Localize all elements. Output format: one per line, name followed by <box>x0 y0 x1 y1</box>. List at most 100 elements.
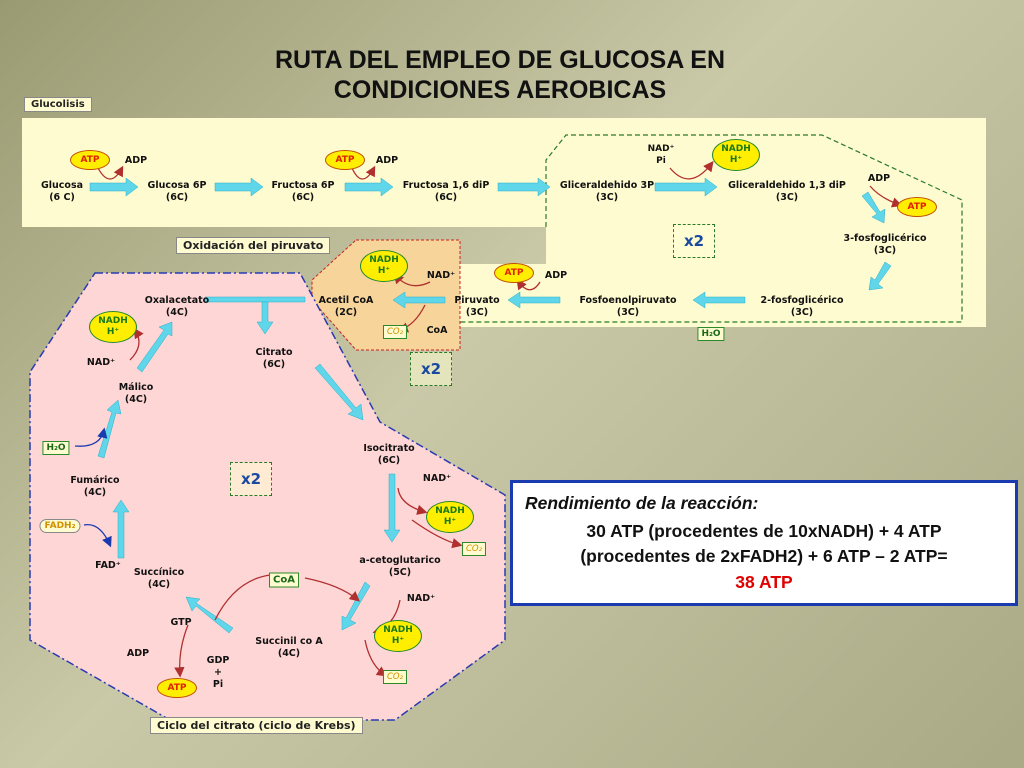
arrow-pg3-to-pg2 <box>868 261 892 291</box>
gdp-pi-label: GDP+Pi <box>206 655 230 690</box>
metabolite-fosfoenolpiruvato: Fosfoenolpiruvato(3C) <box>579 295 677 318</box>
arrow-aceto-to-succinil <box>341 581 371 631</box>
adp-label-1: ADP <box>124 155 148 166</box>
fad-label: FAD⁺ <box>95 560 121 571</box>
water-fad-curves <box>74 427 112 548</box>
krebs-panel <box>29 272 506 721</box>
adp-label-3: ADP <box>867 173 891 184</box>
metabolite-glucosa: Glucosa(6 C) <box>40 180 84 203</box>
gtp-label: GTP <box>170 617 192 628</box>
arrow-glucosa-to-g6p <box>89 177 139 197</box>
krebs-arrows <box>97 296 401 634</box>
metabolite-citrato: Citrato(6C) <box>255 347 293 370</box>
metabolite-piruvato: Piruvato(3C) <box>454 295 500 318</box>
curve-fad <box>83 524 112 548</box>
metabolite-oxalacetato: Oxalacetato(4C) <box>144 295 210 318</box>
curve-adp-atp-2 <box>516 278 541 291</box>
x2-box-oxidation: x2 <box>410 352 452 386</box>
pyruvate-oxidation-panel <box>311 239 461 351</box>
nad-label-isocitrato: NAD⁺ <box>422 473 452 484</box>
metabolite-gliceraldehido-13: Gliceraldehido 1,3 diP(3C) <box>728 180 846 203</box>
metabolite-gliceraldehido-3p: Gliceraldehido 3P(3C) <box>559 180 655 203</box>
adp-label-krebs: ADP <box>126 648 150 659</box>
arrow-citrato-to-isocitrato <box>314 363 364 421</box>
rendimiento-line-2: (procedentes de 2xFADH2) + 6 ATP – 2 ATP… <box>580 546 948 566</box>
co2-box-isocitrato: CO₂ <box>461 542 487 556</box>
metabolite-2-fosfoglicerico: 2-fosfoglicérico(3C) <box>760 295 844 318</box>
curve-atp-adp-1 <box>97 165 124 180</box>
section-oxidacion: Oxidación del piruvato <box>176 237 331 254</box>
curve-nad-nadh-malico <box>129 327 144 361</box>
arrow-f16-to-g3p <box>497 177 551 197</box>
co2-box-cetoglutarico: CO₂ <box>382 670 408 684</box>
arrow-f6p-to-f16 <box>344 177 394 197</box>
glycolysis-dashed-outline <box>456 134 963 323</box>
glycolysis-panel <box>22 118 986 327</box>
nad-label-malico: NAD⁺ <box>86 357 116 368</box>
arrow-piruvato-to-acetil <box>392 291 446 309</box>
nad-label-oxidation: NAD⁺ <box>426 270 456 281</box>
metabolite-3-fosfoglicerico: 3-fosfoglicérico(3C) <box>843 233 927 256</box>
curve-adp-atp-1 <box>869 185 903 208</box>
curve-co2-iso <box>411 519 463 549</box>
curve-nad-nadh <box>669 160 714 180</box>
curve-coa-2 <box>304 577 360 602</box>
arrow-isocitrato-to-aceto <box>383 473 401 543</box>
metabolite-fructosa-6p: Fructosa 6P(6C) <box>271 180 335 203</box>
arrow-fumarico-to-malico <box>97 399 122 459</box>
rendimiento-heading: Rendimiento de la reacción: <box>525 493 759 513</box>
co2-box-oxidation: CO₂ <box>382 325 408 339</box>
metabolite-malico: Málico(4C) <box>118 382 154 405</box>
atp-badge-4: ATP <box>494 263 534 283</box>
metabolite-succinil-coa: Succinil co A(4C) <box>255 636 323 659</box>
metabolite-glucosa-6p: Glucosa 6P(6C) <box>147 180 207 203</box>
section-krebs: Ciclo del citrato (ciclo de Krebs) <box>150 717 363 734</box>
arrow-g6p-to-f6p <box>214 177 264 197</box>
h2o-box-glycolysis: H₂O <box>697 327 725 341</box>
curve-nad-nadh-iso <box>397 487 428 515</box>
adp-label-4: ADP <box>544 270 568 281</box>
coa-label-oxidation: CoA <box>426 325 448 336</box>
glycolysis-arrows <box>89 177 892 309</box>
atp-badge-krebs: ATP <box>157 678 197 698</box>
curve-atp-adp-2 <box>351 165 376 180</box>
curve-gtp <box>174 624 189 678</box>
h2o-box-krebs: H₂O <box>42 441 70 455</box>
metabolite-cetoglutarico: a-cetoglutarico(5C) <box>359 555 441 578</box>
metabolite-isocitrato: Isocitrato(6C) <box>363 443 415 466</box>
nad-label-cetoglutarico: NAD⁺ <box>406 593 436 604</box>
x2-box-glycolysis: x2 <box>673 224 715 258</box>
arrow-condensation-bar <box>204 296 306 303</box>
rendimiento-line-1: 30 ATP (procedentes de 10xNADH) + 4 ATP <box>586 521 942 541</box>
rendimiento-box: Rendimiento de la reacción: 30 ATP (proc… <box>510 480 1018 606</box>
arrow-g13-to-pg3 <box>861 191 886 224</box>
atp-badge-2: ATP <box>325 150 365 170</box>
arrow-pg2-to-pep <box>692 291 746 309</box>
atp-badge-3: ATP <box>897 197 937 217</box>
rendimiento-total: 38 ATP <box>735 572 793 592</box>
atp-badge-1: ATP <box>70 150 110 170</box>
curve-coa <box>214 574 271 621</box>
arrow-pep-to-piruvato <box>507 291 561 309</box>
metabolite-succinico: Succínico(4C) <box>133 567 185 590</box>
metabolite-acetil-coa: Acetil CoA(2C) <box>318 295 374 318</box>
metabolite-fructosa-16: Fructosa 1,6 diP(6C) <box>402 180 490 203</box>
section-glucolisis: Glucolisis <box>24 97 92 112</box>
arrow-succinico-to-fumarico <box>112 499 130 559</box>
title-line-2: CONDICIONES AEROBICAS <box>333 76 667 104</box>
arrow-g3p-to-g13 <box>654 177 718 197</box>
metabolite-fumarico: Fumárico(4C) <box>70 475 120 498</box>
arrow-malico-to-oxalacetato <box>136 321 173 373</box>
title-line-1: RUTA DEL EMPLEO DE GLUCOSA EN <box>274 46 726 74</box>
x2-box-krebs: x2 <box>230 462 272 496</box>
curve-co2-aceto <box>364 639 388 677</box>
nad-pi-label: NAD⁺Pi <box>647 144 675 166</box>
adp-label-2: ADP <box>375 155 399 166</box>
